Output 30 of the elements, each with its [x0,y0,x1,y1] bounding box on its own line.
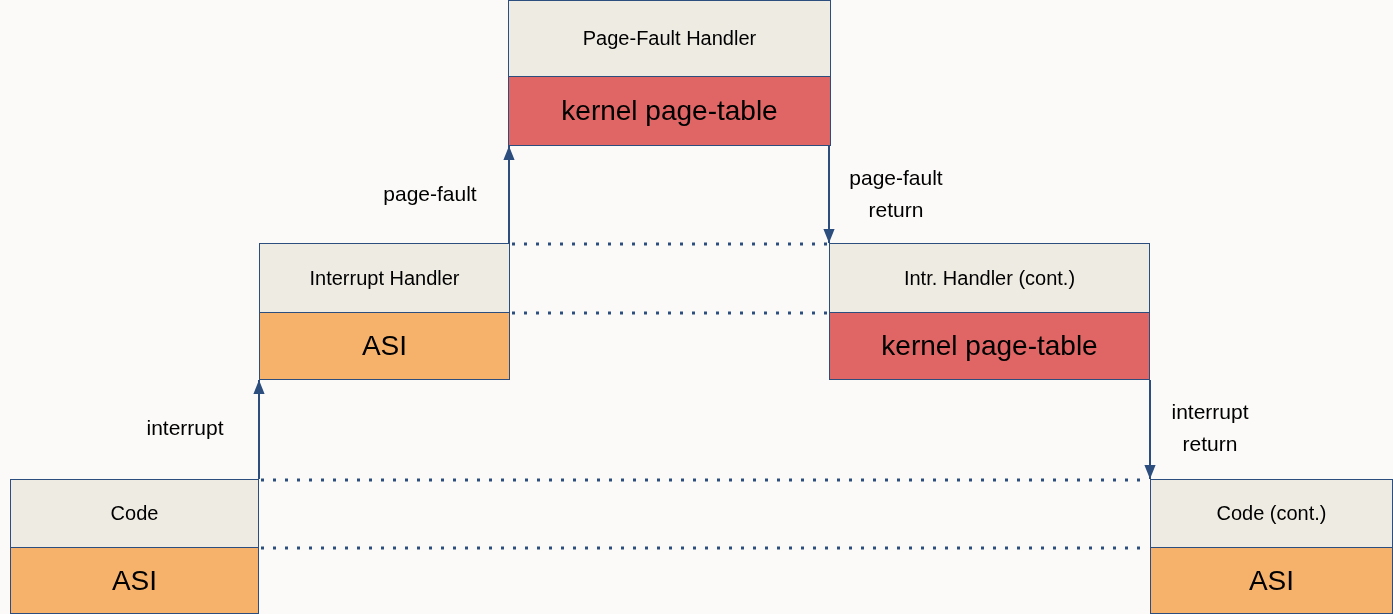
box-label: ASI [361,330,408,362]
page-table-box [259,312,510,380]
page-table-box [1150,547,1393,614]
box-label: ASI [1248,564,1295,597]
arrow [503,145,515,244]
handler-box [259,243,510,313]
handler-box [508,0,831,77]
box-label: kernel page-table [881,330,1098,362]
box-title: Interrupt Handler [309,266,460,290]
box-title: Code [110,502,159,525]
edge-label: page-fault [382,181,478,207]
box-title: Code (cont.) [1216,502,1327,525]
arrow [253,379,265,480]
box-title: Intr. Handler (cont.) [903,266,1076,290]
box-label: ASI [111,564,158,597]
page-table-box [829,312,1150,380]
page-table-box [10,547,259,614]
page-table-box [508,76,831,146]
box-title: Page-Fault Handler [582,27,757,50]
arrow [823,145,835,244]
handler-box [1150,479,1393,548]
box-label: kernel page-table [561,95,778,127]
handler-box [10,479,259,548]
handler-box [829,243,1150,313]
arrow [1144,379,1156,480]
dotted-line [512,311,827,315]
edge-label: interrupt [145,415,225,441]
edge-label: interrupt return [1170,399,1250,457]
edge-label: page-fault return [848,165,944,223]
dotted-line [512,242,827,246]
